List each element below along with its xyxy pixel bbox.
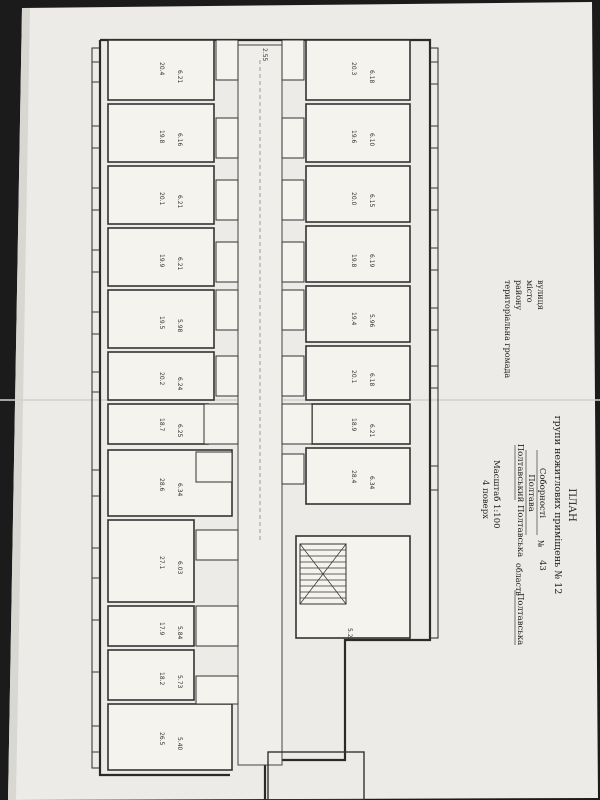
lower-right-block [267, 751, 365, 800]
room-right-4 [305, 225, 411, 283]
left-room-area: 20.1 [158, 192, 165, 206]
right-room-area: 20.3 [350, 62, 357, 76]
right-room-area: 18.9 [350, 418, 357, 432]
right-room-area: 19.8 [350, 254, 357, 268]
left-room-area: 19.9 [158, 254, 165, 268]
room-right-6 [305, 345, 411, 401]
right-room-dimension: 6.15 [368, 194, 375, 208]
left-room-area: 20.2 [158, 372, 165, 386]
left-room-dimension: 6.24 [176, 377, 183, 391]
left-room-area: 18.2 [158, 672, 165, 686]
room-right-5 [305, 285, 411, 343]
number-value: 43 [537, 560, 547, 571]
left-room-dimension: 5.84 [176, 626, 183, 640]
room-left-2 [107, 103, 215, 163]
room-left-1 [107, 39, 215, 101]
plan-floor: 4 поверх [480, 480, 490, 519]
street-label: вулиця [536, 280, 545, 310]
right-bathrooms [281, 39, 313, 485]
left-room-dimension: 6.21 [176, 70, 183, 84]
right-room-dimension: 6.21 [368, 424, 375, 438]
hromada-value: Полтавська [515, 593, 525, 645]
left-room-dimension: 5.40 [176, 737, 183, 751]
room-left-6 [107, 351, 215, 401]
left-room-area: 17.9 [158, 622, 165, 636]
left-rooms [107, 39, 233, 771]
left-room-area: 26.5 [158, 732, 165, 746]
city-value: Полтава [526, 474, 536, 512]
left-room-dimension: 6.34 [176, 483, 183, 497]
paper-shadow [8, 8, 30, 800]
right-room-area: 19.6 [350, 130, 357, 144]
right-room-dimension: 6.18 [368, 70, 375, 84]
right-room-area: 20.1 [350, 370, 357, 384]
room-left-5 [107, 289, 215, 349]
room-left-7 [107, 403, 209, 445]
right-room-area: 28.4 [350, 470, 357, 484]
room-right-7 [311, 403, 411, 445]
right-room-area: 19.4 [350, 312, 357, 326]
room-left-4 [107, 227, 215, 287]
left-room-area: 18.7 [158, 418, 165, 432]
community-label: територіальна громада [503, 280, 512, 378]
right-room-dimension: 6.18 [368, 373, 375, 387]
left-room-dimension: 6.21 [176, 195, 183, 209]
left-room-area: 19.8 [158, 130, 165, 144]
left-room-area: 20.4 [158, 62, 165, 76]
left-room-dimension: 6.16 [176, 133, 183, 147]
corridor-label: 2.55 [261, 48, 268, 62]
plan-subtitle: групи нежитлових приміщень № 12 [552, 416, 563, 595]
right-room-dimension: 5.96 [368, 314, 375, 328]
room-left-3 [107, 165, 215, 225]
right-room-dimension: 6.10 [368, 133, 375, 147]
left-room-dimension: 5.98 [176, 319, 183, 333]
plan-title: ПЛАН [566, 488, 577, 522]
room-left-10 [107, 605, 195, 647]
left-room-dimension: 6.21 [176, 257, 183, 271]
title-block: ПЛАН групи нежитлових приміщень № 12 вул… [480, 280, 577, 645]
oblast-label: область [514, 563, 523, 596]
stair-hall [295, 535, 411, 639]
room-right-2 [305, 103, 411, 163]
left-room-dimension: 6.03 [176, 561, 183, 575]
left-room-area: 28.6 [158, 478, 165, 492]
stair-label: 5.22 [346, 628, 353, 642]
left-room-labels: 20.4 6.21 19.8 6.16 20.1 6.21 19.9 6.21 19.5 5.98… [158, 62, 183, 751]
street-value: Соборності [537, 468, 548, 519]
room-left-11 [107, 649, 195, 701]
room-right-1 [305, 39, 411, 101]
right-room-dimension: 6.19 [368, 254, 375, 268]
oblast-value: Полтавська [515, 505, 525, 557]
left-room-area: 19.5 [158, 316, 165, 330]
left-bathrooms [195, 39, 239, 705]
room-left-12 [107, 703, 233, 771]
district-value: Полтавський [515, 444, 525, 503]
plan-scale: Масштаб 1:100 [491, 460, 502, 529]
left-room-dimension: 6.25 [176, 424, 183, 438]
room-right-8 [305, 447, 411, 505]
right-room-labels: 20.3 6.18 19.6 6.10 20.0 6.15 19.8 6.19 19.4 5.96… [350, 62, 375, 490]
number-label: № [536, 540, 545, 548]
left-room-area: 27.1 [158, 556, 165, 570]
city-label: місто [525, 280, 534, 303]
windows [92, 61, 438, 753]
district-label: району [514, 280, 523, 310]
right-room-dimension: 6.34 [368, 476, 375, 490]
left-room-dimension: 5.73 [176, 675, 183, 689]
room-right-3 [305, 165, 411, 223]
room-left-9 [107, 519, 195, 603]
right-room-area: 20.0 [350, 192, 357, 206]
right-rooms [305, 39, 411, 505]
